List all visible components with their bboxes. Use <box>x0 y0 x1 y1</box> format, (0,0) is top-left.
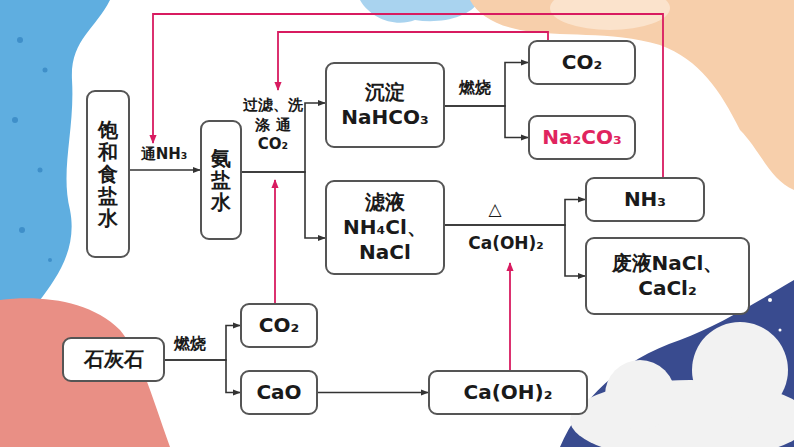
flow-arrow <box>445 225 585 276</box>
blue-dots <box>12 37 52 262</box>
peach-blob <box>470 0 794 190</box>
node-text: Ca(OH)₂ <box>464 380 553 405</box>
flow-arrow <box>318 392 428 394</box>
white-cloud <box>570 322 794 447</box>
edge-label: Ca(OH)₂ <box>452 232 560 254</box>
node-text: 氨盐水 <box>211 147 231 213</box>
node-text: CO₂ <box>562 50 602 75</box>
node-text: 沉淀 NaHCO₃ <box>333 80 437 130</box>
salmon-blob <box>0 298 170 447</box>
flow-arrow <box>165 360 240 393</box>
product-box: CO₂ <box>528 40 636 85</box>
input-box: 饱和食盐水 <box>86 90 130 258</box>
flow-arrow <box>165 326 240 361</box>
edge-label: 燃烧 <box>450 78 500 99</box>
product-box: CaO <box>240 370 318 415</box>
product-box: NH₃ <box>585 177 705 222</box>
node-text: 饱和食盐水 <box>98 119 118 229</box>
waste-box: 废液NaCl、CaCl₂ <box>585 237 750 315</box>
edge-label: 过滤、洗涤 通CO₂ <box>243 96 303 155</box>
product-box: Na₂CO₃ <box>528 115 636 160</box>
flow-arrow <box>445 200 585 226</box>
edge-label: △ <box>482 198 508 220</box>
node-text: 滤液 NH₄Cl、NaCl <box>333 190 437 265</box>
flow-arrow <box>242 172 325 238</box>
raw-material-box: 石灰石 <box>62 337 165 382</box>
peach-cloud <box>550 0 670 30</box>
edge-label: 通NH₃ <box>130 145 198 165</box>
node-text: NH₃ <box>624 187 666 212</box>
flow-arrow <box>445 106 528 138</box>
filtrate-box: 滤液 NH₄Cl、NaCl <box>325 180 445 275</box>
node-text: CaO <box>256 380 301 405</box>
process-box: 氨盐水 <box>200 120 242 240</box>
node-text: 石灰石 <box>84 347 144 372</box>
edge-label: 燃烧 <box>166 334 214 355</box>
light-blue-cloud <box>360 0 480 23</box>
recycle-arrow <box>274 180 276 303</box>
node-text: 废液NaCl、CaCl₂ <box>593 251 742 301</box>
flow-arrow <box>445 63 528 107</box>
flow-arrow <box>130 169 200 171</box>
recycle-arrow <box>509 263 511 370</box>
product-box: Ca(OH)₂ <box>428 370 588 415</box>
node-text: CO₂ <box>259 313 299 338</box>
node-text: Na₂CO₃ <box>542 125 621 150</box>
product-box: CO₂ <box>240 303 318 348</box>
product-box: 沉淀 NaHCO₃ <box>325 62 445 148</box>
